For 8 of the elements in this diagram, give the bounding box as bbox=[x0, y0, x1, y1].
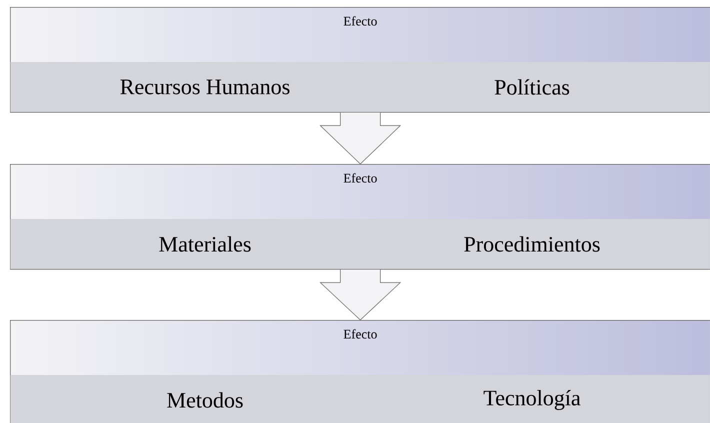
band-item: Políticas bbox=[494, 79, 570, 95]
block-arrow bbox=[320, 112, 402, 164]
block-arrow bbox=[320, 269, 402, 320]
band-item: Procedimientos bbox=[464, 236, 600, 252]
band-item: Recursos Humanos bbox=[120, 80, 290, 94]
band-item: Tecnología bbox=[484, 390, 580, 410]
band-item: Materiales bbox=[159, 236, 251, 252]
band-item: Metodos bbox=[167, 392, 243, 408]
